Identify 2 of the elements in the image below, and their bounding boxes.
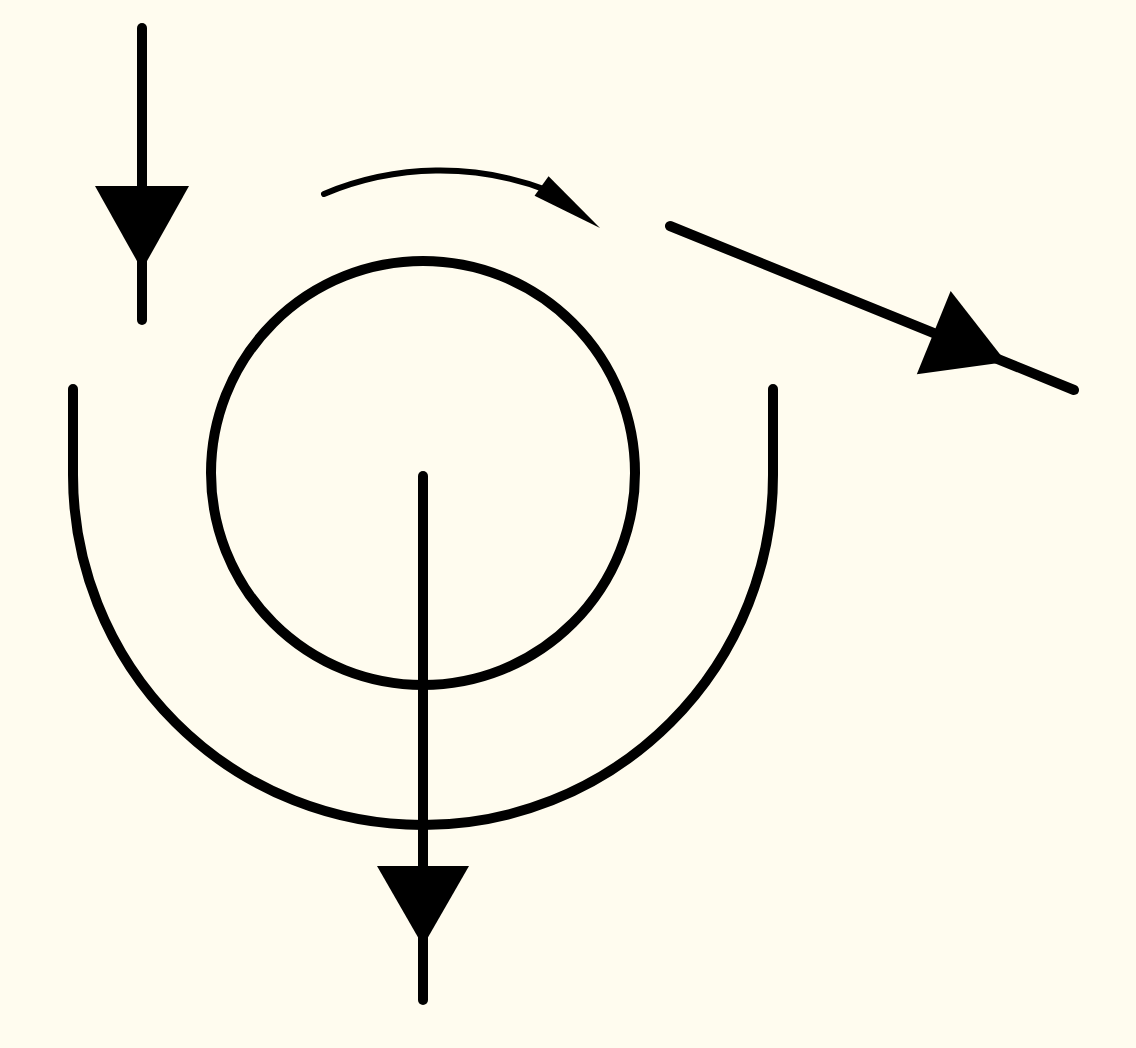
inner-circle — [206, 256, 640, 690]
u-shaped-trough — [68, 384, 778, 830]
